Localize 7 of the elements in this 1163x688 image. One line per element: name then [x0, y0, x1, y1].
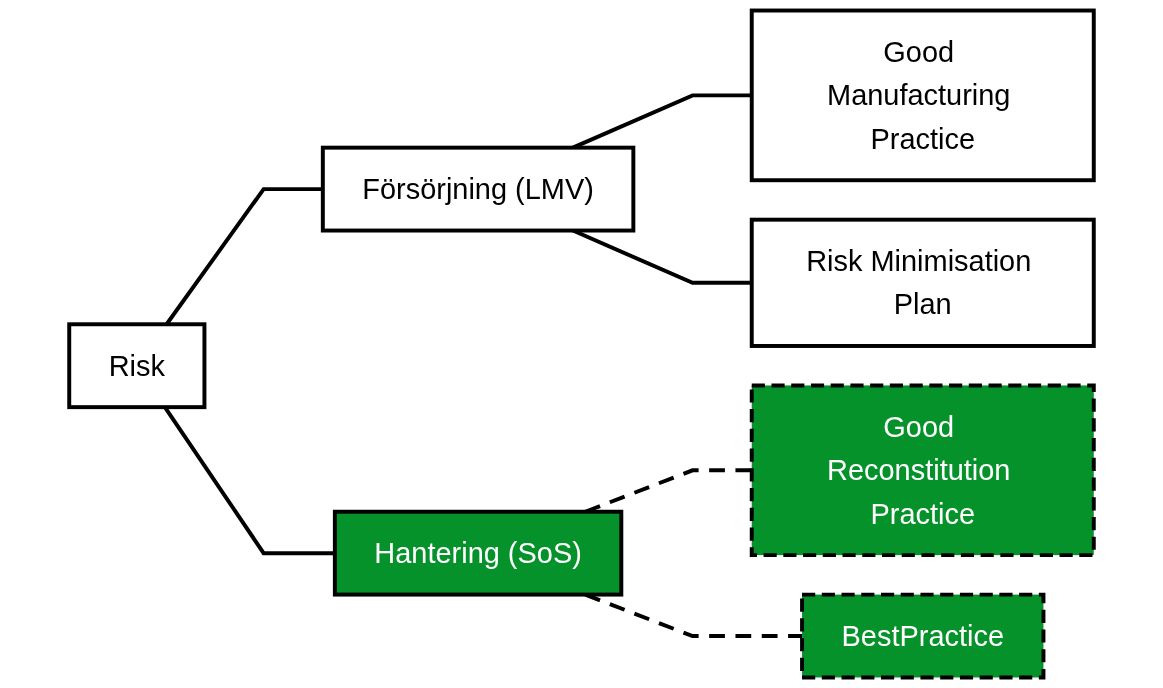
node-box: Good Reconstitution Practice	[749, 383, 1096, 558]
node-box: Hantering (SoS)	[332, 509, 624, 597]
node-box: BestPractice	[800, 592, 1046, 680]
node-box: Risk	[67, 322, 207, 410]
node-box: Försörjning (LMV)	[320, 145, 636, 233]
node-box: Good Manufacturing Practice	[749, 8, 1096, 183]
node-box: Risk Minimisation Plan	[749, 217, 1096, 348]
